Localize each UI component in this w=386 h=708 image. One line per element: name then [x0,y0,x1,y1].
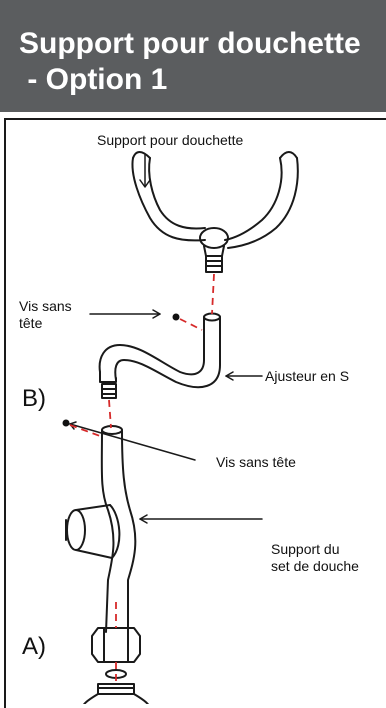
diagram-panel [4,118,386,708]
label-set-screw-1-line2: tête [19,315,43,331]
label-shower-set-support-line2: set de douche [271,558,359,574]
label-set-screw-1-line1: Vis sans [19,298,72,314]
shower-set-support-drawing [65,425,150,704]
page-title-line2: - Option 1 [19,63,168,96]
set-screw-2-icon [62,419,70,427]
alignment-lines [69,273,215,684]
label-shower-holder: Support pour douchette [97,132,244,148]
shower-holder-drawing [131,151,299,273]
pointer-lines [69,153,263,524]
step-b-label: B) [22,385,46,412]
s-adjuster-drawing [98,312,221,399]
label-set-screw-2: Vis sans tête [216,454,296,470]
set-screw-1-icon [172,313,180,321]
page-title-line1: Support pour douchette [19,27,361,60]
header-banner: Support pour douchette - Option 1 [0,0,386,112]
page-title: Support pour douchette - Option 1 [19,26,386,98]
label-shower-set-support-line1: Support du [271,541,340,557]
step-a-label: A) [22,633,46,660]
label-s-adjuster: Ajusteur en S [265,368,350,384]
label-set-screw-1: Vis sans tête [19,298,72,332]
label-shower-set-support: Support du set de douche [271,541,359,575]
